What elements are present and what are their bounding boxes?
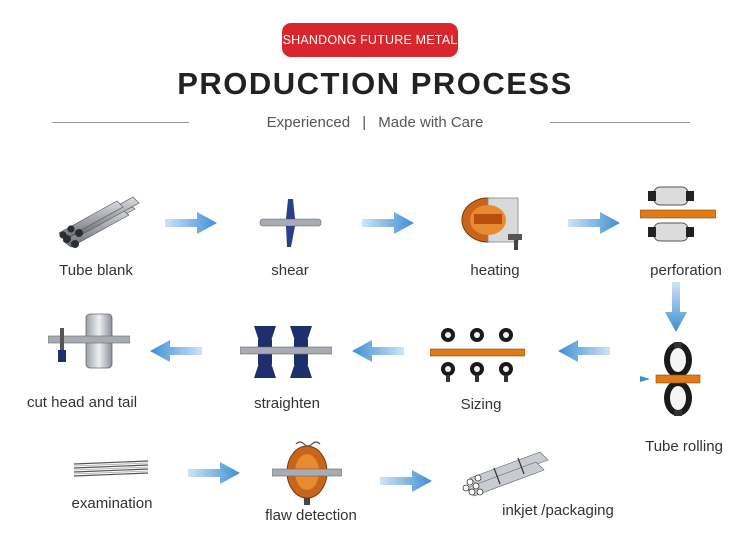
divider-left	[52, 122, 189, 123]
shear-icon	[259, 199, 322, 247]
step-label-inkjet-packaging: inkjet /packaging	[502, 502, 614, 519]
arrow-right-icon	[165, 212, 217, 234]
inspection-rods-icon	[73, 460, 149, 477]
furnace-icon	[461, 197, 522, 250]
step-label-straighten: straighten	[254, 395, 320, 412]
tagline-separator: |	[362, 114, 367, 131]
step-label-shear: shear	[271, 262, 309, 279]
divider-right	[550, 122, 690, 123]
arrow-left-icon	[558, 340, 610, 362]
brand-badge: SHANDONG FUTURE METAL	[282, 23, 458, 57]
arrow-right-icon	[188, 462, 240, 484]
arrow-right-icon	[362, 212, 414, 234]
step-label-perforation: perforation	[650, 262, 722, 279]
cutter-icon	[48, 313, 130, 369]
tagline: Experienced | Made with Care	[0, 114, 750, 131]
arrow-left-icon	[150, 340, 202, 362]
step-label-cut-head-and-tail: cut head and tail	[26, 394, 138, 411]
step-label-tube-rolling: Tube rolling	[645, 438, 723, 455]
sizing-mill-icon	[430, 328, 525, 382]
step-label-heating: heating	[470, 262, 520, 279]
arrow-right-icon	[568, 212, 620, 234]
tagline-right: Made with Care	[378, 114, 484, 131]
arrow-left-icon	[352, 340, 404, 362]
piercing-mill-icon	[640, 186, 716, 242]
step-label-examination: examination	[71, 495, 153, 512]
step-label-tube-blank: Tube blank	[59, 262, 133, 279]
arrow-right-icon	[380, 470, 432, 492]
arrow-down-icon	[665, 282, 687, 332]
rolling-mill-icon	[640, 342, 701, 416]
page-title: PRODUCTION PROCESS	[177, 66, 573, 101]
tube-bundle-icon	[58, 196, 140, 248]
step-label-sizing: Sizing	[460, 396, 502, 413]
tagline-left: Experienced	[266, 114, 351, 131]
straightener-icon	[240, 326, 332, 378]
bundle-package-icon	[462, 451, 549, 497]
flaw-detector-icon	[272, 441, 342, 505]
step-label-flaw-detection: flaw detection	[265, 507, 357, 524]
